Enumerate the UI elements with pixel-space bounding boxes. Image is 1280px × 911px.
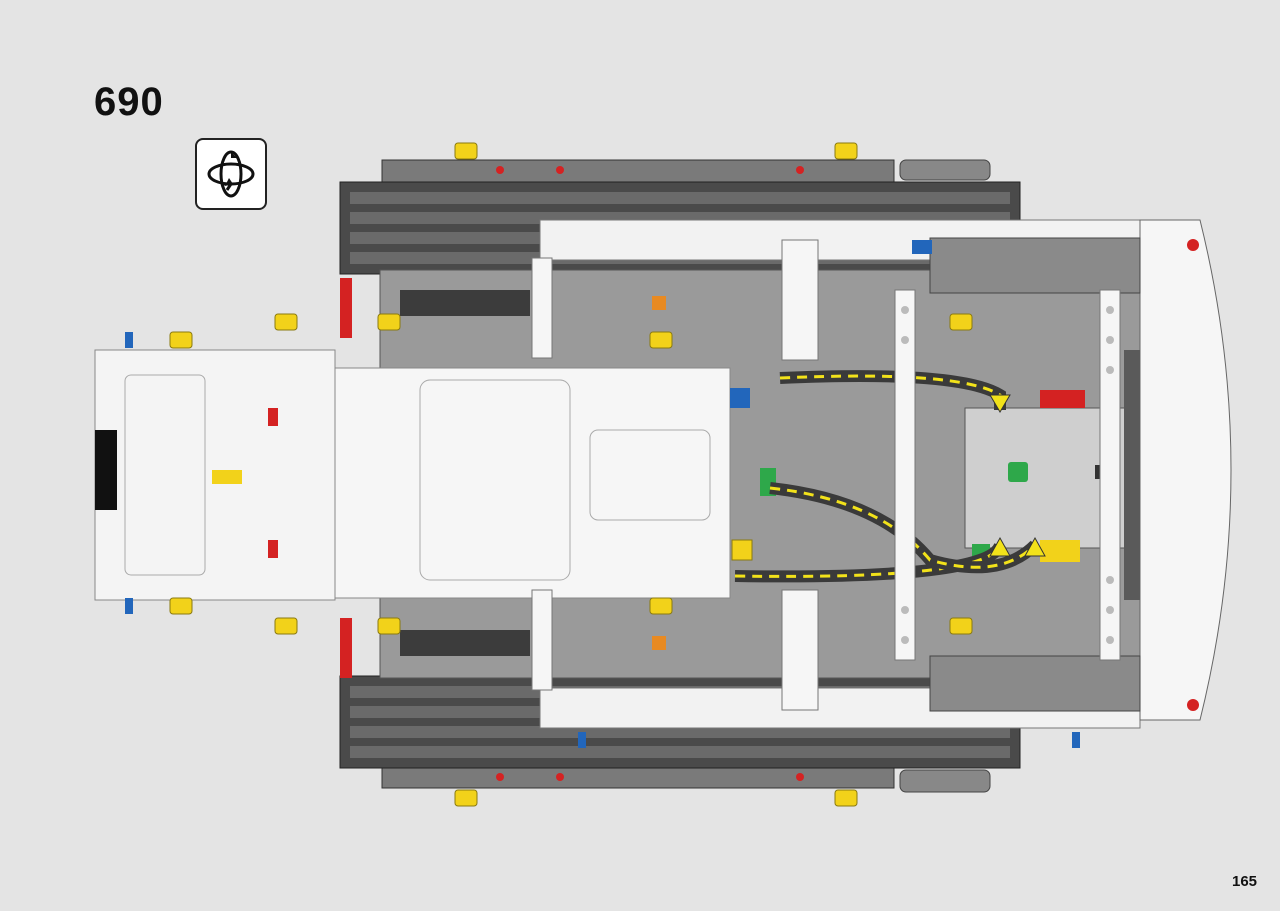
cable-arrows	[989, 394, 1046, 557]
control-hub	[964, 390, 1126, 562]
battery-box	[329, 367, 731, 599]
blue-pins	[125, 240, 1080, 748]
rotate-model-icon	[195, 138, 267, 210]
page-number: 165	[1232, 873, 1258, 890]
step-number: 690	[94, 80, 164, 124]
yellow-pins	[169, 142, 973, 807]
front-bumper	[1139, 219, 1232, 721]
red-pins	[268, 166, 1199, 781]
